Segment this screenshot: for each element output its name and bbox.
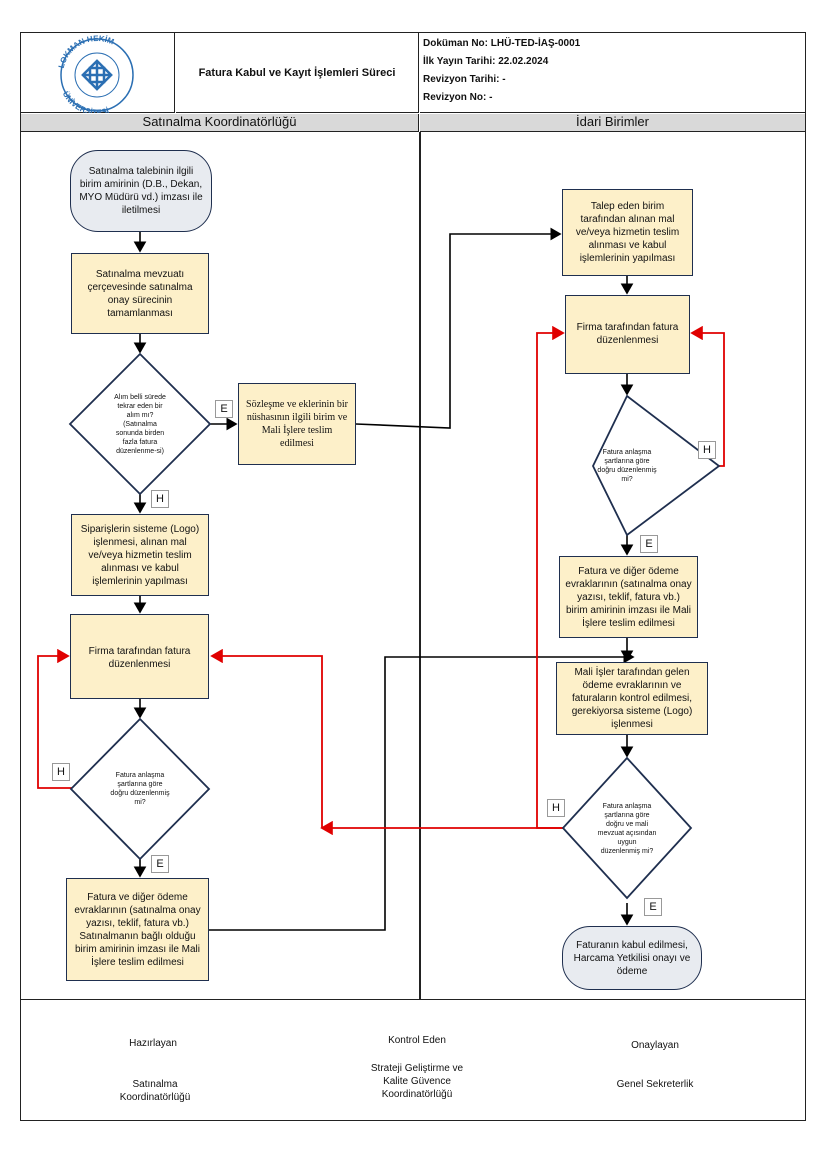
- approved-label: Onaylayan: [631, 1040, 679, 1051]
- lane-divider: [419, 132, 421, 999]
- checked-by: Strateji Geliştirme ve Kalite Güvence Ko…: [370, 1063, 464, 1100]
- doc-number: Doküman No: LHÜ-TED-İAŞ-0001: [423, 38, 581, 49]
- decision-right2-text: Fatura anlaşma şartlarına göre doğru ve …: [597, 803, 657, 855]
- start-terminal: Satınalma talebinin ilgili birim amirini…: [70, 150, 212, 232]
- receive-right-process: Talep eden birim tarafından alınan mal v…: [562, 189, 693, 276]
- end-terminal: Faturanın kabul edilmesi, Harcama Yetkil…: [562, 926, 702, 990]
- decision-right1-text: Fatura anlaşma şartlarına göre doğru düz…: [597, 449, 657, 483]
- loop-right1-no: [690, 325, 725, 467]
- label-right2-yes: E: [644, 898, 662, 916]
- label-right2-no: H: [547, 799, 565, 817]
- label-left-yes: E: [151, 855, 169, 873]
- label-decision1-yes: E: [215, 400, 233, 418]
- decision-left-text: Fatura anlaşma şartlarına göre doğru düz…: [110, 772, 170, 806]
- invoice-left-process: Firma tarafından fatura düzenlenmesi: [70, 614, 209, 699]
- contract-process: Sözleşme ve eklerinin bir nüshasının ilg…: [238, 383, 356, 465]
- page-title: Fatura Kabul ve Kayıt İşlemleri Süreci: [176, 33, 419, 113]
- decision1-shape: [68, 352, 212, 496]
- label-left-no: H: [52, 763, 70, 781]
- decision-right1-shape: [591, 394, 721, 537]
- decision-left-shape: [69, 717, 211, 861]
- deliver-right-process: Fatura ve diğer ödeme evraklarının (satı…: [559, 556, 698, 638]
- label-right1-no: H: [698, 441, 716, 459]
- prepared-label: Hazırlayan: [129, 1038, 177, 1049]
- document-meta: Doküman No: LHÜ-TED-İAŞ-0001 İlk Yayın T…: [420, 33, 805, 113]
- arrow-contract-receive: [355, 227, 562, 429]
- first-publish-date: İlk Yayın Tarihi: 22.02.2024: [423, 56, 549, 67]
- loop-left-no: [37, 648, 72, 789]
- loop-to-left-invoice: [210, 648, 323, 828]
- university-seal-icon: LOKMAN HEKİM ÜNİVERSİTESİ: [57, 34, 134, 113]
- label-right1-yes: E: [640, 535, 658, 553]
- lane-header-right: İdari Birimler: [420, 114, 805, 132]
- prepared-by: Satınalma Koordinatörlüğü: [119, 1079, 191, 1103]
- invoice-right-process: Firma tarafından fatura düzenlenmesi: [565, 295, 690, 374]
- revision-number: Revizyon No: -: [423, 92, 493, 103]
- check-right-process: Mali İşler tarafından gelen ödeme evrakl…: [556, 662, 708, 735]
- signature-frame: [20, 999, 806, 1121]
- approval-process: Satınalma mevzuatı çerçevesinde satınalm…: [71, 253, 209, 334]
- label-decision1-no: H: [151, 490, 169, 508]
- logo: LOKMAN HEKİM ÜNİVERSİTESİ: [21, 33, 175, 113]
- checked-label: Kontrol Eden: [388, 1035, 446, 1046]
- revision-date: Revizyon Tarihi: -: [423, 74, 506, 85]
- lane-header-left: Satınalma Koordinatörlüğü: [21, 114, 419, 132]
- orders-process: Siparişlerin sisteme (Logo) işlenmesi, a…: [71, 514, 209, 596]
- decision1-text: Alım belli sürede tekrar eden bir alım m…: [114, 393, 166, 455]
- loop-decision2-no-to-right: [536, 325, 566, 829]
- decision-right2-shape: [561, 756, 693, 900]
- approved-by: Genel Sekreterlik: [616, 1079, 694, 1090]
- arrow-deliver-left-to-check: [209, 650, 635, 931]
- deliver-left-process: Fatura ve diğer ödeme evraklarının (satı…: [66, 878, 209, 981]
